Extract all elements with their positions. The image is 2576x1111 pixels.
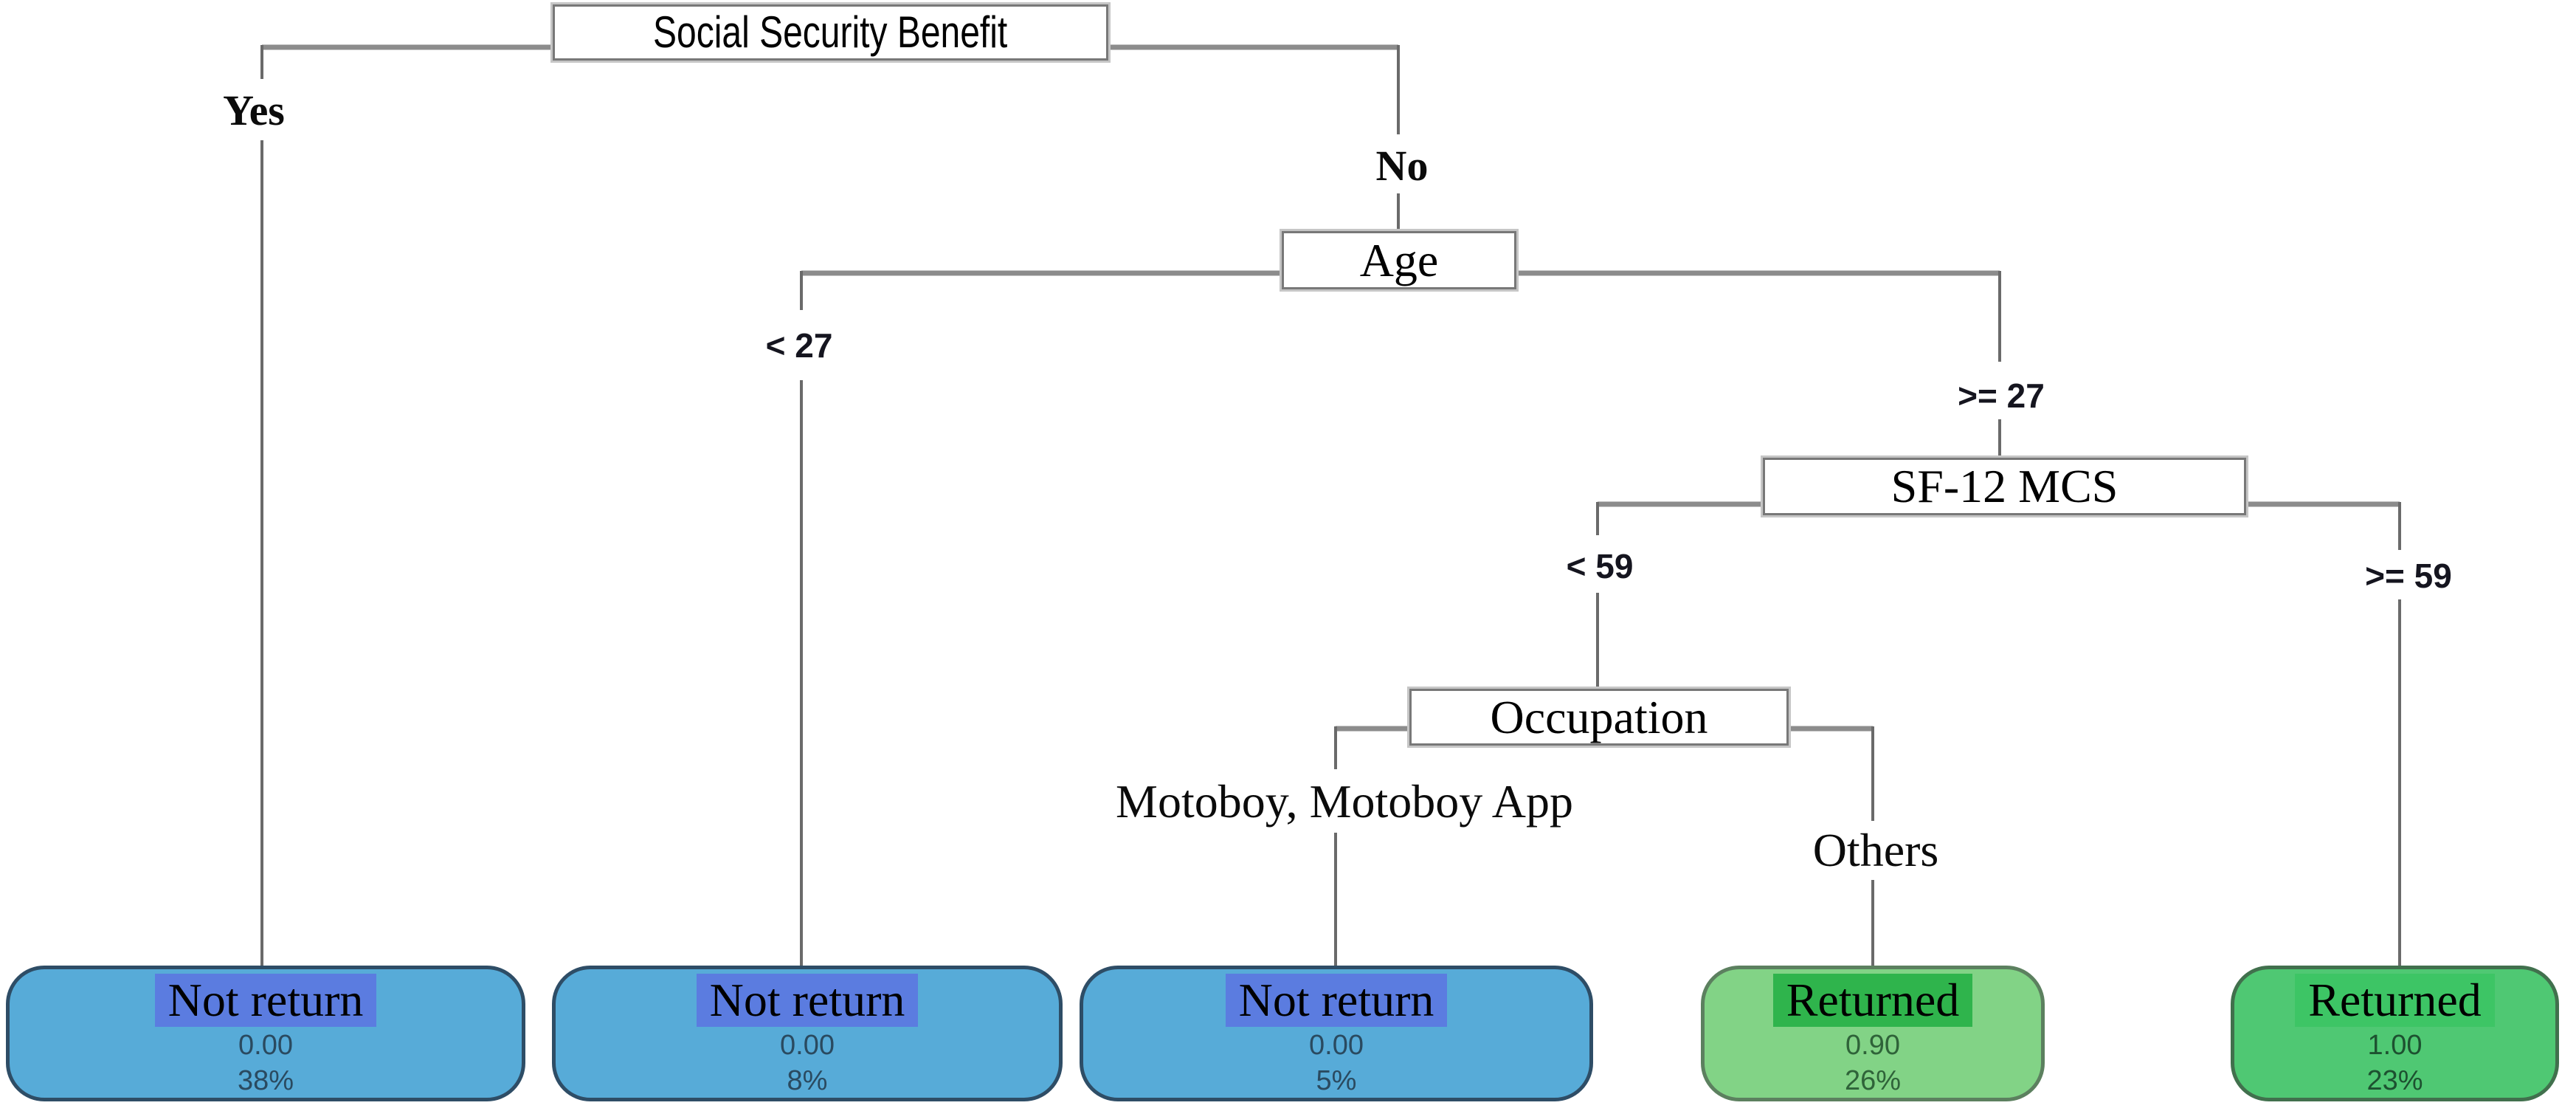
decision-node-sf12-mcs: SF-12 MCS xyxy=(1763,458,2246,515)
decision-node-age: Age xyxy=(1282,231,1516,289)
decision-node-root-label: Social Security Benefit xyxy=(653,7,1008,57)
branch-label-ge-27: >= 27 xyxy=(1958,376,2045,415)
leaf-probability: 0.90 xyxy=(1845,1029,1900,1061)
leaf-percentage: 26% xyxy=(1844,1064,1902,1096)
leaf-class-label: Returned xyxy=(1772,974,1973,1027)
leaf-class-label: Not return xyxy=(696,974,919,1027)
leaf-percentage: 23% xyxy=(2366,1064,2423,1096)
branch-label-lt-59: < 59 xyxy=(1566,547,1634,585)
leaf-probability: 0.00 xyxy=(1309,1029,1364,1061)
branch-label-no: No xyxy=(1375,142,1429,190)
decision-node-occupation: Occupation xyxy=(1409,689,1789,746)
decision-node-age-label: Age xyxy=(1359,233,1439,286)
leaf-probability: 1.00 xyxy=(2367,1029,2423,1061)
branch-label-ge-59: >= 59 xyxy=(2365,557,2452,595)
leaf-class-label: Returned xyxy=(2295,974,2495,1027)
leaf-node-returned-26: Returned 0.90 26% xyxy=(1701,966,2045,1101)
branch-stems xyxy=(260,45,2401,966)
leaf-percentage: 5% xyxy=(1316,1064,1357,1096)
leaf-node-not-return-8: Not return 0.00 8% xyxy=(552,966,1063,1101)
branch-label-motoboy: Motoboy, Motoboy App xyxy=(1116,775,1573,828)
leaf-class-label: Not return xyxy=(1225,974,1448,1027)
leaf-probability: 0.00 xyxy=(780,1029,835,1061)
leaf-node-returned-23: Returned 1.00 23% xyxy=(2231,966,2559,1101)
branch-label-others: Others xyxy=(1812,824,1939,876)
branch-shoulders xyxy=(262,44,2400,732)
decision-node-root: Social Security Benefit xyxy=(553,4,1108,61)
leaf-node-not-return-38: Not return 0.00 38% xyxy=(6,966,525,1101)
leaf-node-not-return-5: Not return 0.00 5% xyxy=(1080,966,1593,1101)
leaf-probability: 0.00 xyxy=(238,1029,293,1061)
decision-node-sf12-mcs-label: SF-12 MCS xyxy=(1890,460,2119,512)
branch-label-lt-27: < 27 xyxy=(765,326,833,365)
leaf-percentage: 38% xyxy=(237,1064,294,1096)
leaf-percentage: 8% xyxy=(787,1064,828,1096)
leaf-class-label: Not return xyxy=(154,974,377,1027)
decision-node-occupation-label: Occupation xyxy=(1490,690,1708,743)
branch-label-yes: Yes xyxy=(223,86,285,134)
